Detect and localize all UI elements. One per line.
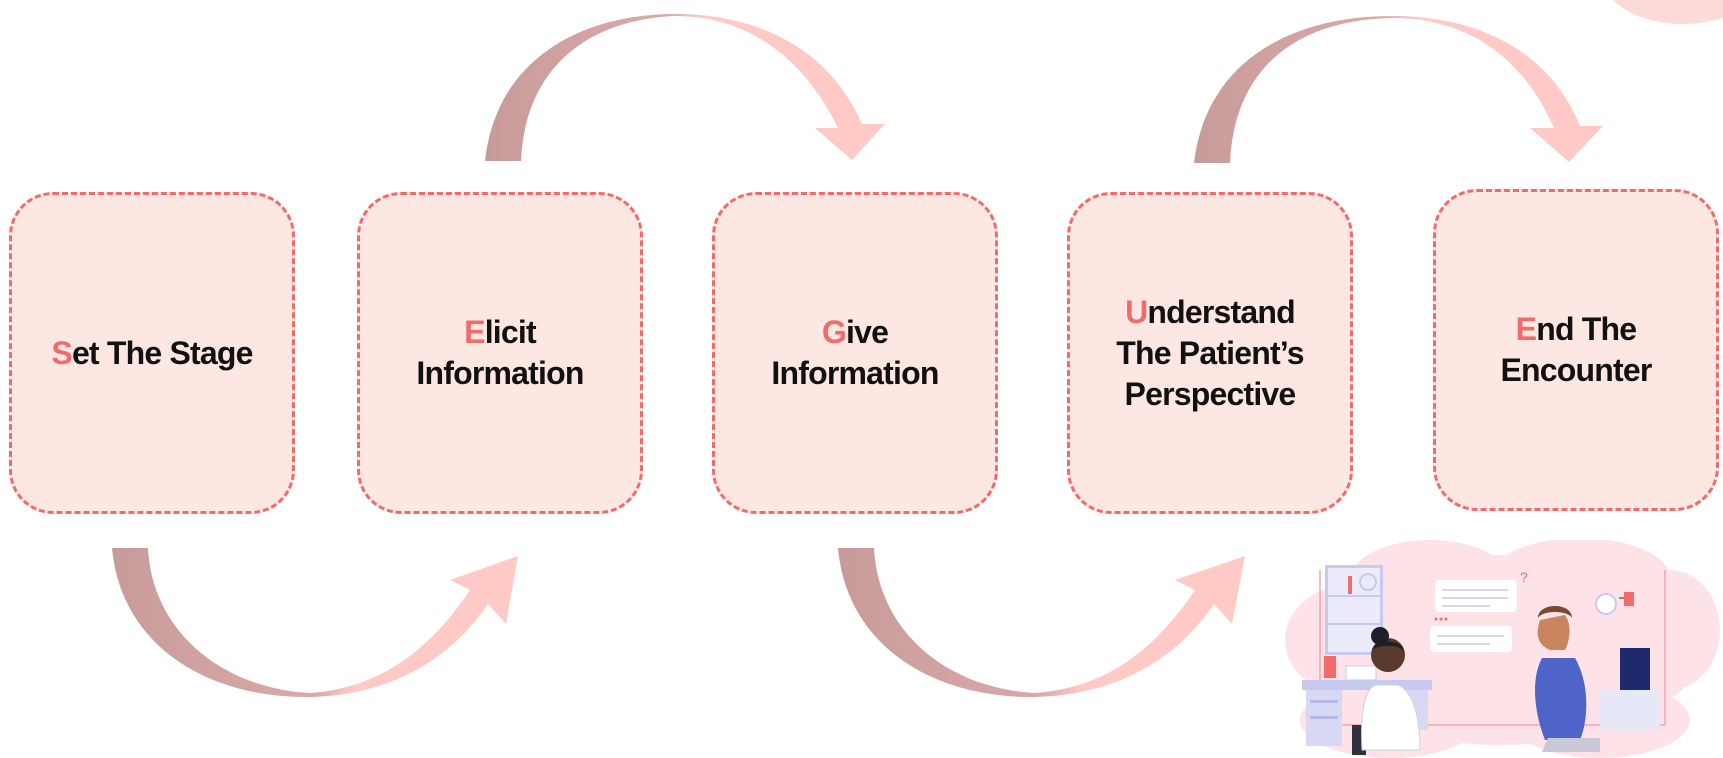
step-line: Elicit	[416, 312, 583, 353]
step-initial-letter: G	[821, 314, 847, 350]
step-line-text: ive	[846, 314, 889, 350]
step-initial-letter: E	[464, 314, 485, 350]
step-line-text: et The Stage	[71, 334, 253, 371]
step-initial-letter: E	[1515, 311, 1537, 347]
step-line-text: Information	[416, 355, 584, 391]
svg-text:?: ?	[1520, 569, 1528, 585]
step-box-give-information: Give Information	[712, 192, 998, 514]
step-box-understand-perspective: Understand The Patient’s Perspective	[1067, 192, 1353, 514]
arrow-step4-to-step5	[1194, 16, 1603, 163]
arrow-step3-to-step4	[838, 548, 1245, 698]
step-line: Give	[771, 312, 938, 353]
step-line-text: Encounter	[1500, 352, 1652, 388]
step-line-text: Perspective	[1124, 375, 1297, 412]
corner-decoration-blob	[1603, 0, 1723, 24]
step-box-elicit-information: Elicit Information	[357, 192, 643, 514]
speech-bubble-icon: ?	[1435, 569, 1528, 612]
step-line-text: The Patient’s	[1116, 334, 1304, 371]
step-line: Set The Stage	[51, 333, 253, 374]
step-box-end-the-encounter: End The Encounter	[1433, 189, 1719, 511]
step-label: Understand The Patient’s Perspective	[1116, 292, 1304, 415]
step-box-set-the-stage: Set The Stage	[9, 192, 295, 514]
step-line-text: nderstand	[1147, 293, 1295, 330]
arrow-step1-to-step2	[112, 548, 518, 698]
doctor-patient-consultation-illustration: ?	[1285, 540, 1720, 758]
step-line-text: licit	[484, 314, 537, 350]
speech-bubble-icon	[1430, 617, 1512, 652]
step-label: Set The Stage	[51, 333, 253, 374]
patient-figure	[1534, 606, 1660, 752]
doctor-figure	[1352, 627, 1421, 755]
step-label: End The Encounter	[1500, 309, 1652, 391]
step-line: End The	[1500, 309, 1651, 350]
wall-lamp-icon	[1595, 592, 1634, 615]
step-line: Understand	[1116, 292, 1304, 333]
step-label: Elicit Information	[416, 312, 584, 394]
step-label: Give Information	[771, 312, 939, 394]
step-line-text: nd The	[1536, 311, 1637, 347]
step-initial-letter: U	[1125, 293, 1148, 330]
step-initial-letter: S	[51, 334, 72, 371]
step-line-text: Information	[771, 355, 939, 391]
arrow-step2-to-step3	[485, 14, 885, 161]
